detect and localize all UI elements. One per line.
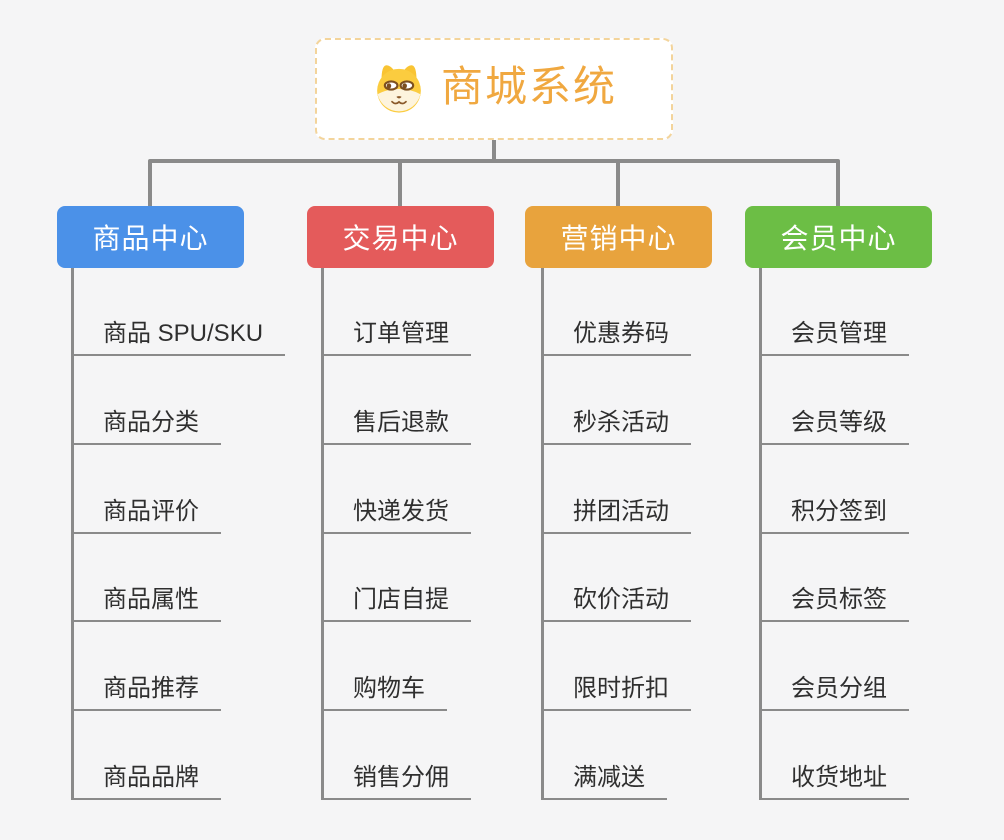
leaf-node-product-recommend[interactable]: 商品推荐 xyxy=(71,665,221,711)
root-node[interactable]: 商城系统 xyxy=(315,38,673,140)
leaf-node-order-management[interactable]: 订单管理 xyxy=(321,310,471,356)
leaf-node-points-checkin[interactable]: 积分签到 xyxy=(759,488,909,534)
root-title: 商城系统 xyxy=(440,63,617,110)
connector-bus xyxy=(148,159,840,163)
connector-root-drop xyxy=(492,139,496,161)
leaf-node-bargain-activity[interactable]: 砍价活动 xyxy=(541,576,691,622)
leaf-node-shipping-address[interactable]: 收货地址 xyxy=(759,754,909,800)
leaf-node-flash-sale[interactable]: 秒杀活动 xyxy=(541,399,691,445)
leaf-node-member-tags[interactable]: 会员标签 xyxy=(759,576,909,622)
leaf-node-spend-and-save[interactable]: 满减送 xyxy=(541,754,667,800)
leaf-node-aftersale-refund[interactable]: 售后退款 xyxy=(321,399,471,445)
branch-node-trade[interactable]: 交易中心 xyxy=(307,206,494,268)
branch-node-member[interactable]: 会员中心 xyxy=(745,206,932,268)
leaf-node-store-pickup[interactable]: 门店自提 xyxy=(321,576,471,622)
leaf-node-product-review[interactable]: 商品评价 xyxy=(71,488,221,534)
leaf-node-member-management[interactable]: 会员管理 xyxy=(759,310,909,356)
dog-icon xyxy=(371,61,427,117)
leaf-node-member-groups[interactable]: 会员分组 xyxy=(759,665,909,711)
branch-node-marketing[interactable]: 营销中心 xyxy=(525,206,712,268)
leaf-node-group-buy[interactable]: 拼团活动 xyxy=(541,488,691,534)
leaf-node-product-attribute[interactable]: 商品属性 xyxy=(71,576,221,622)
leaf-node-product-brand[interactable]: 商品品牌 xyxy=(71,754,221,800)
branch-node-product[interactable]: 商品中心 xyxy=(57,206,244,268)
leaf-node-limited-time-discount[interactable]: 限时折扣 xyxy=(541,665,691,711)
connector-drop-marketing xyxy=(616,161,620,207)
leaf-node-product-category[interactable]: 商品分类 xyxy=(71,399,221,445)
leaf-node-product-spu-sku[interactable]: 商品 SPU/SKU xyxy=(71,310,286,356)
leaf-node-coupon-code[interactable]: 优惠券码 xyxy=(541,310,691,356)
leaf-node-express-delivery[interactable]: 快递发货 xyxy=(321,488,471,534)
leaf-node-sales-commission[interactable]: 销售分佣 xyxy=(321,754,471,800)
connector-drop-member xyxy=(836,161,840,207)
leaf-node-shopping-cart[interactable]: 购物车 xyxy=(321,665,447,711)
connector-drop-trade xyxy=(398,161,402,207)
leaf-node-member-level[interactable]: 会员等级 xyxy=(759,399,909,445)
connector-drop-product xyxy=(148,161,152,207)
